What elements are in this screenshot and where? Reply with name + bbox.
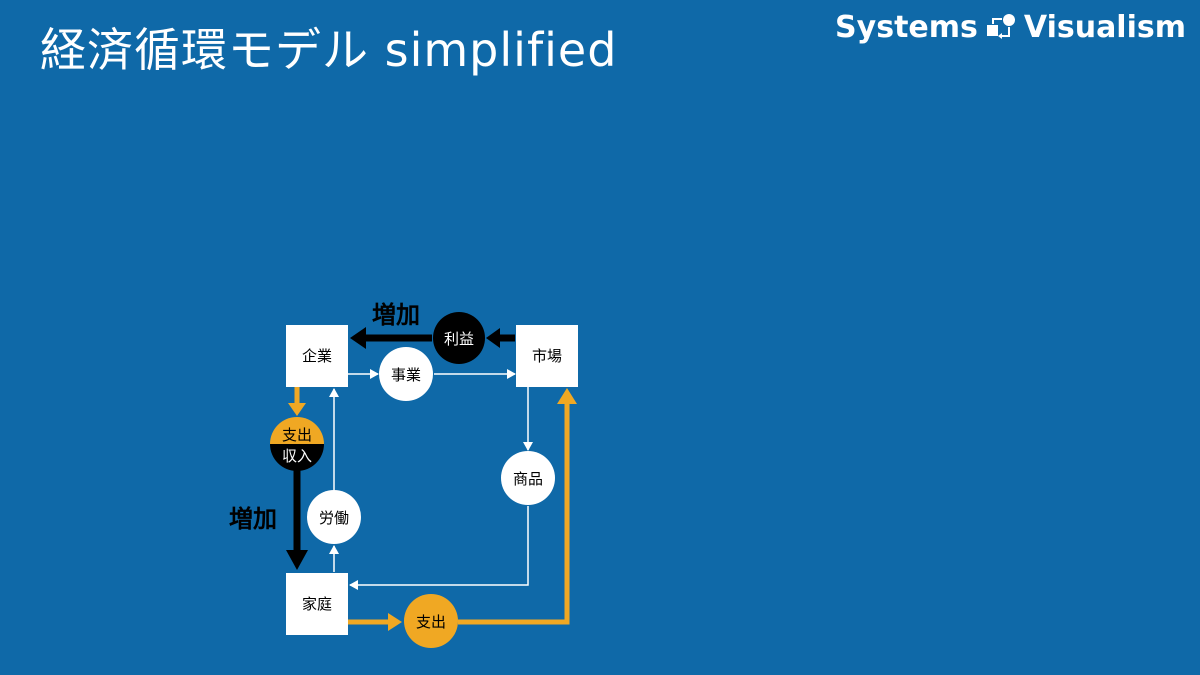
flow-expense-household: 支出: [404, 594, 458, 648]
brand-right-text: Visualism: [1023, 9, 1186, 45]
flow-profit: 利益: [433, 312, 485, 364]
increase-label-top: 増加: [372, 301, 420, 329]
flow-labor-label: 労働: [319, 509, 349, 527]
flow-business: 事業: [379, 347, 433, 401]
node-company: 企業: [286, 325, 348, 387]
expense-to-market-arrow: [458, 402, 570, 625]
profit-to-company-arrowhead: [350, 327, 366, 349]
brand-left-text: Systems: [835, 9, 978, 45]
company-to-expense-arrowhead: [288, 403, 306, 416]
flow-goods-label: 商品: [513, 470, 543, 488]
flow-expense-company-label: 支出: [282, 426, 312, 444]
node-market: 市場: [516, 325, 578, 387]
flow-business-label: 事業: [391, 366, 421, 384]
systems-visualism-logo-icon: [986, 14, 1015, 39]
increase-label-left: 増加: [229, 505, 277, 533]
node-company-label: 企業: [302, 347, 332, 365]
node-market-label: 市場: [532, 347, 562, 365]
income-to-household-arrowhead: [286, 550, 308, 570]
flow-expense-household-label: 支出: [416, 613, 446, 631]
node-household: 家庭: [286, 573, 348, 635]
flow-expense-income: 支出 収入: [270, 417, 324, 471]
household-to-expense-arrowhead: [388, 613, 402, 631]
flow-goods: 商品: [501, 451, 555, 505]
brand-logo: Systems Visualism: [835, 8, 1186, 46]
flow-profit-label: 利益: [444, 330, 474, 348]
flow-income-label: 収入: [282, 447, 312, 465]
flow-labor: 労働: [307, 490, 361, 544]
goods-to-household-arrow: [349, 506, 529, 590]
page-title: 経済循環モデル simplified: [40, 23, 618, 77]
node-household-label: 家庭: [302, 595, 332, 613]
expense-to-market-arrowhead: [557, 388, 577, 404]
market-to-profit-arrowhead: [486, 328, 500, 348]
